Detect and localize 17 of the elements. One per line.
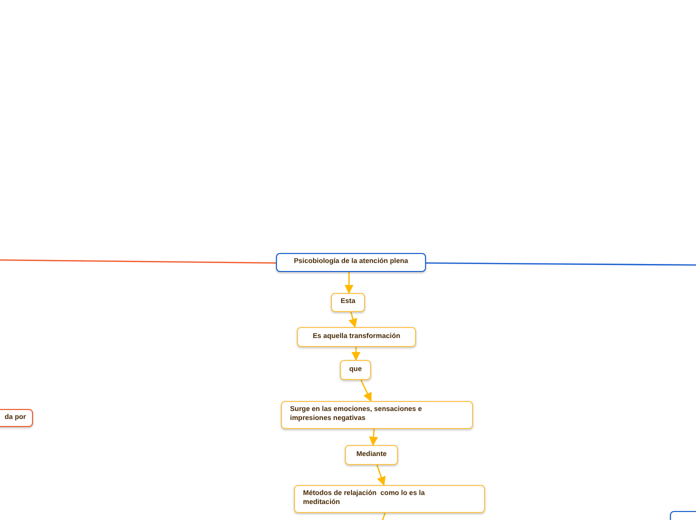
connector-line (376, 464, 386, 486)
topic-box (281, 401, 473, 429)
topic-box (340, 360, 371, 380)
connector-line (351, 347, 361, 361)
topic-box (276, 253, 426, 272)
topic-box (331, 293, 365, 312)
connector-line (0, 259, 276, 264)
topic-box (297, 327, 416, 347)
connector-line (344, 272, 354, 294)
topic-box (0, 409, 33, 427)
topic-box (294, 485, 485, 513)
topic-box (345, 445, 398, 465)
connector-line (368, 428, 378, 446)
connector-line (426, 262, 696, 266)
connector-line (360, 380, 372, 402)
connector-line (348, 312, 358, 328)
connector-line (381, 512, 386, 520)
